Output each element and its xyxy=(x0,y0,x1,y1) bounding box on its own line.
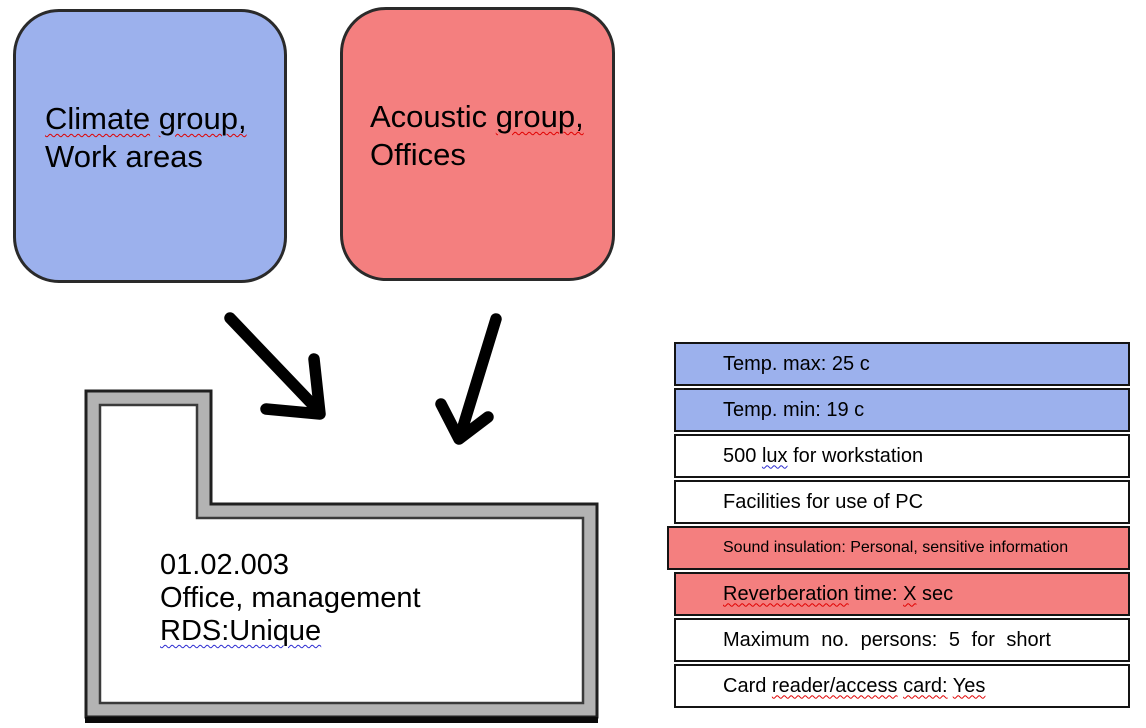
text-run xyxy=(150,101,159,136)
text-run: Sound insulation: Personal, sensitive in… xyxy=(723,539,1069,556)
room-type: Office, management xyxy=(160,582,421,615)
text-run: Office, management xyxy=(160,582,421,614)
squiggle-underlined-text: X xyxy=(903,582,917,605)
room-label: 01.02.003 Office, management RDS:Unique xyxy=(160,549,421,648)
text-run: 500 xyxy=(723,444,762,467)
text-run: time: xyxy=(848,582,904,605)
table-row-text: Temp. max: 25 c xyxy=(723,353,870,376)
table-row: Reverberation time: X sec xyxy=(674,572,1130,616)
text-run: Card xyxy=(723,674,772,697)
squiggle-underlined-text: Climate xyxy=(45,101,151,136)
text-run: 01.02.003 xyxy=(160,549,290,581)
acoustic-group-box: Acoustic group, Offices xyxy=(340,7,615,281)
climate-group-label: Climate group, Work areas xyxy=(45,100,247,176)
climate-group-line2: Work areas xyxy=(45,138,247,176)
acoustic-group-label: Acoustic group, Offices xyxy=(370,98,584,174)
text-run: for workstation xyxy=(787,444,924,467)
text-run: Acoustic xyxy=(370,99,496,134)
text-run: Temp. max: 25 c xyxy=(723,352,870,375)
table-row: Temp. max: 25 c xyxy=(674,342,1130,386)
spec-table: Temp. max: 25 c Temp. min: 19 c 500 lux fo… xyxy=(667,342,1130,708)
table-row: Card reader/access card: Yes xyxy=(674,664,1130,708)
table-row-text: Temp. min: 19 c xyxy=(723,399,864,422)
arrow-acoustic-to-room xyxy=(435,313,502,445)
squiggle-underlined-text: reader/access xyxy=(771,674,898,697)
acoustic-group-line1: Acoustic group, xyxy=(370,98,584,136)
squiggle-underlined-text: RDS:Unique xyxy=(160,615,322,647)
text-run: Work areas xyxy=(45,139,203,174)
table-row-text: Card reader/access card: Yes xyxy=(723,675,985,698)
climate-group-box: Climate group, Work areas xyxy=(13,9,287,283)
arrow-head xyxy=(435,398,494,445)
squiggle-underlined-text: group, xyxy=(495,99,584,134)
room-number: 01.02.003 xyxy=(160,549,421,582)
table-row: Sound insulation: Personal, sensitive in… xyxy=(667,526,1130,570)
squiggle-underlined-text: group, xyxy=(158,101,247,136)
text-run: Facilities for use of PC xyxy=(723,490,924,513)
room-wall-inner xyxy=(98,403,585,705)
acoustic-group-line2: Offices xyxy=(370,136,584,174)
arrow-head xyxy=(260,353,326,420)
table-row-text: Reverberation time: X sec xyxy=(723,583,953,606)
table-row-text: Facilities for use of PC xyxy=(723,491,923,514)
table-row: 500 lux for workstation xyxy=(674,434,1130,478)
table-row: Maximum no. persons: 5 for short xyxy=(674,618,1130,662)
squiggle-underlined-text: card: xyxy=(903,674,948,697)
text-run: Temp. min: 19 c xyxy=(723,398,865,421)
table-row-text: 500 lux for workstation xyxy=(723,445,923,468)
arrow-shaft xyxy=(224,312,320,412)
arrow-climate-to-room xyxy=(224,312,326,420)
text-run: Maximum no. persons: 5 for short xyxy=(723,628,1051,651)
table-row-text: Sound insulation: Personal, sensitive in… xyxy=(723,539,1068,557)
squiggle-underlined-text: lux xyxy=(761,444,788,467)
arrow-shaft xyxy=(456,313,502,436)
table-row: Temp. min: 19 c xyxy=(674,388,1130,432)
text-run: Offices xyxy=(370,137,466,172)
table-row: Facilities for use of PC xyxy=(674,480,1130,524)
squiggle-underlined-text: Yes xyxy=(952,674,986,697)
text-run: sec xyxy=(916,582,954,605)
room-shape xyxy=(84,389,599,723)
climate-group-line1: Climate group, xyxy=(45,100,247,138)
squiggle-underlined-text: Reverberation xyxy=(723,582,849,605)
room-rds: RDS:Unique xyxy=(160,615,421,648)
table-row-text: Maximum no. persons: 5 for short xyxy=(723,629,1051,652)
